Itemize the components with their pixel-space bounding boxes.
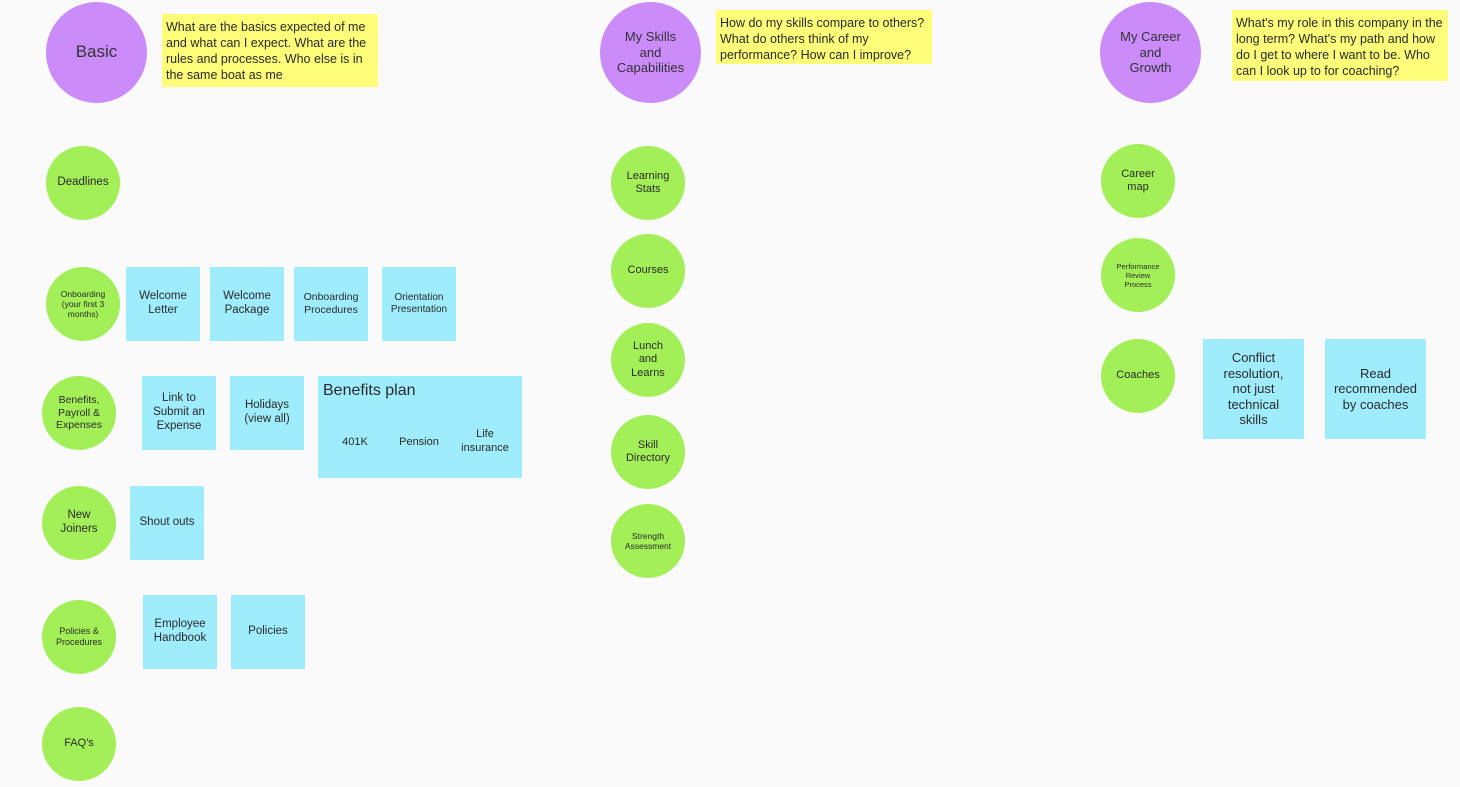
orientation-presentation-note[interactable]: Orientation Presentation: [382, 267, 456, 341]
benefit-pension: Pension: [399, 436, 439, 448]
policies-note[interactable]: Policies: [231, 595, 305, 669]
read-recommended-note[interactable]: Read recommended by coaches: [1325, 339, 1426, 439]
benefits-plan-title: Benefits plan: [323, 382, 416, 399]
lunch-and-learns-circle[interactable]: Lunch and Learns: [611, 323, 685, 397]
basic-question-note[interactable]: What are the basics expected of me and w…: [162, 14, 378, 87]
submit-expense-note[interactable]: Link to Submit an Expense: [142, 376, 216, 450]
welcome-letter-note[interactable]: Welcome Letter: [126, 267, 200, 341]
performance-review-circle[interactable]: Performance Review Process: [1101, 238, 1175, 312]
skill-directory-circle[interactable]: Skill Directory: [611, 415, 685, 489]
employee-handbook-note[interactable]: Employee Handbook: [143, 595, 217, 669]
conflict-resolution-note[interactable]: Conflict resolution, not just technical …: [1203, 339, 1304, 439]
welcome-package-note[interactable]: Welcome Package: [210, 267, 284, 341]
learning-stats-circle[interactable]: Learning Stats: [611, 146, 685, 220]
courses-circle[interactable]: Courses: [611, 234, 685, 308]
holidays-note[interactable]: Holidays (view all): [230, 376, 304, 450]
career-question-note[interactable]: What's my role in this company in the lo…: [1232, 10, 1448, 81]
career-category-circle[interactable]: My Career and Growth: [1100, 2, 1201, 103]
shout-outs-note[interactable]: Shout outs: [130, 486, 204, 560]
career-map-circle[interactable]: Career map: [1101, 144, 1175, 218]
skills-category-circle[interactable]: My Skills and Capabilities: [600, 2, 701, 103]
basic-category-circle[interactable]: Basic: [46, 2, 147, 103]
benefits-circle[interactable]: Benefits, Payroll & Expenses: [42, 376, 116, 450]
onboarding-circle[interactable]: Onboarding (your first 3 months): [46, 267, 120, 341]
strength-assessment-circle[interactable]: Strength Assessment: [611, 504, 685, 578]
new-joiners-circle[interactable]: New Joiners: [42, 486, 116, 560]
deadlines-circle[interactable]: Deadlines: [46, 146, 120, 220]
coaches-circle[interactable]: Coaches: [1101, 339, 1175, 413]
benefit-401k: 401K: [342, 436, 368, 448]
onboarding-procedures-note[interactable]: Onboarding Procedures: [294, 267, 368, 341]
benefits-plan-note[interactable]: Benefits plan 401K Pension Life insuranc…: [318, 376, 522, 478]
faqs-circle[interactable]: FAQ's: [42, 707, 116, 781]
benefit-life-insurance: Life insurance: [461, 428, 509, 455]
skills-question-note[interactable]: How do my skills compare to others? What…: [716, 10, 932, 64]
policies-circle[interactable]: Policies & Procedures: [42, 600, 116, 674]
